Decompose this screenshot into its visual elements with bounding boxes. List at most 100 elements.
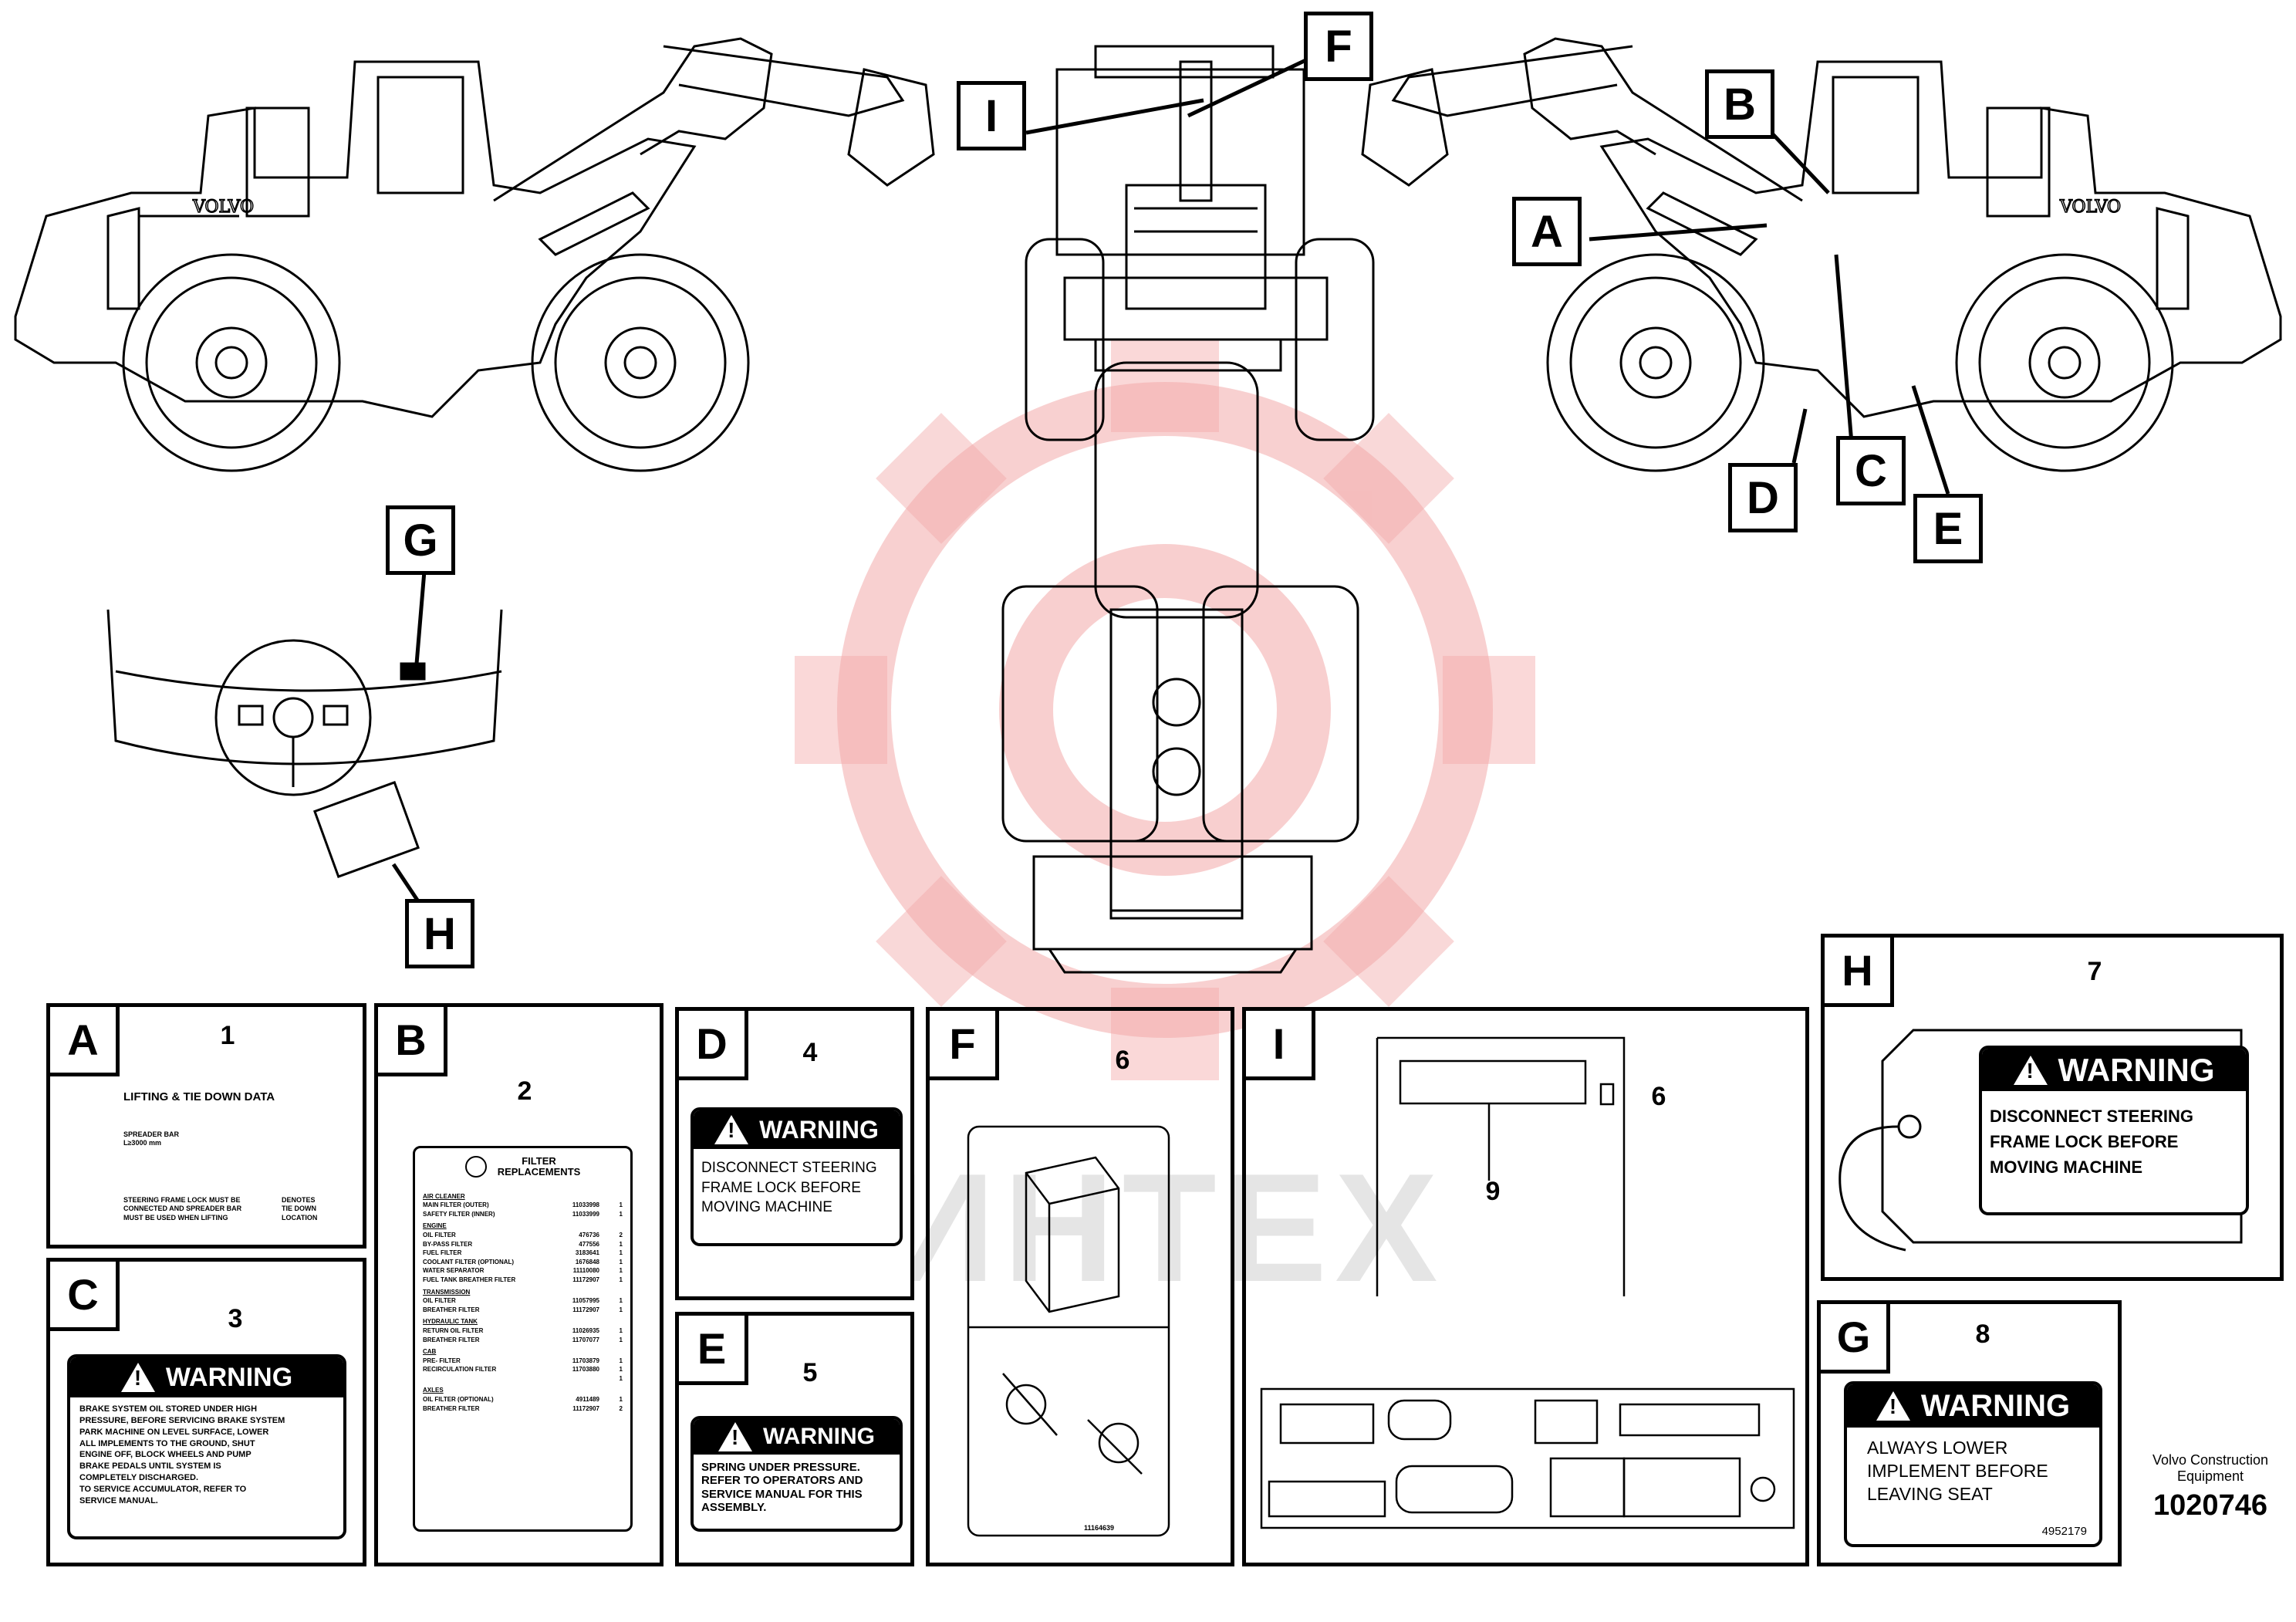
filter-part-number: 11172907: [572, 1276, 599, 1283]
panel-i-item-number-9: 9: [1485, 1177, 1501, 1206]
filter-name: TRANSMISSION: [423, 1288, 471, 1296]
filter-quantity: 1: [619, 1366, 623, 1374]
leader-lines: [391, 48, 1950, 935]
callout-d: D: [1728, 463, 1798, 532]
panel-h-warning-text: DISCONNECT STEERING FRAME LOCK BEFORE MO…: [1990, 1107, 2194, 1177]
filter-row: FUEL TANK BREATHER FILTER 11172907 1: [423, 1276, 623, 1285]
panel-c-item-number: 3: [228, 1304, 243, 1333]
panel-e-warning-heading: WARNING: [763, 1424, 875, 1449]
filter-part-number: 11057995: [572, 1297, 599, 1305]
filter-row: HYDRAULIC TANK: [423, 1314, 623, 1326]
filter-part-number: [552, 1374, 599, 1384]
brand-logo-left: VOLVO: [192, 198, 254, 217]
diagram-number: 1020746: [2153, 1489, 2267, 1522]
panel-i-drawing: [1260, 1036, 1795, 1529]
filter-name: BY-PASS FILTER: [423, 1240, 473, 1248]
filter-name: MAIN FILTER (OUTER): [423, 1201, 489, 1209]
panel-e-warning-text: SPRING UNDER PRESSURE. REFER TO OPERATOR…: [701, 1461, 863, 1514]
filter-part-number: 11033998: [572, 1201, 599, 1209]
filter-name: RECIRCULATION FILTER: [423, 1366, 497, 1374]
steering-area-view: [106, 609, 503, 879]
panel-d-item-number: 4: [802, 1038, 818, 1067]
panel-c: C 3 WARNING BRAKE SYSTEM OIL STORED UNDE…: [46, 1258, 366, 1566]
watermark-gear: [837, 382, 1493, 1038]
credit-line-2: Equipment: [2176, 1468, 2244, 1484]
filter-name: FUEL TANK BREATHER FILTER: [423, 1276, 516, 1283]
filter-quantity: [599, 1189, 623, 1201]
callout-a: A: [1512, 197, 1582, 266]
brand-logo-right: VOLVO: [2059, 198, 2121, 217]
filter-row: OIL FILTER 11057995 1: [423, 1296, 623, 1306]
filter-quantity: 1: [619, 1297, 623, 1305]
warning-triangle-icon: [718, 1422, 752, 1451]
callout-h: H: [405, 899, 474, 968]
panel-a-letter: A: [50, 1007, 120, 1076]
panel-a-label-bottom-text: STEERING FRAME LOCK MUST BE CONNECTED AN…: [123, 1196, 242, 1222]
panel-i: I 6 9: [1242, 1007, 1809, 1566]
panel-a-label-left-text: SPREADER BAR L≥3000 mm: [123, 1130, 180, 1147]
filter-name: WATER SEPARATOR: [423, 1267, 485, 1275]
filter-quantity: 1: [619, 1249, 623, 1257]
filter-part-number: 4911489: [576, 1396, 599, 1404]
filter-part-number: 476736: [579, 1231, 599, 1238]
panel-b-label-title: FILTER REPLACEMENTS: [497, 1155, 581, 1178]
filter-part-number: 11026935: [572, 1326, 599, 1334]
panel-g-warning-text: ALWAYS LOWER IMPLEMENT BEFORE LEAVING SE…: [1867, 1438, 2048, 1504]
filter-quantity: 1: [619, 1396, 623, 1404]
panel-h-warning-label: WARNING DISCONNECT STEERING FRAME LOCK B…: [1979, 1046, 2249, 1215]
panel-e-letter: E: [679, 1316, 748, 1385]
panel-e-item-number: 5: [802, 1358, 818, 1387]
panel-f: F 6 11164639: [926, 1007, 1234, 1566]
filter-quantity: [599, 1285, 623, 1297]
panel-g-letter: G: [1821, 1304, 1890, 1374]
filter-part-number: 11110080: [572, 1267, 599, 1275]
callout-c: C: [1836, 436, 1906, 505]
filter-name: COOLANT FILTER (OPTIONAL): [423, 1258, 515, 1265]
panel-g: G 8 WARNING ALWAYS LOWER IMPLEMENT BEFOR…: [1817, 1300, 2122, 1566]
filter-part-number: 11172907: [572, 1306, 599, 1313]
filter-quantity: [599, 1218, 623, 1231]
panel-c-warning-label: WARNING BRAKE SYSTEM OIL STORED UNDER HI…: [67, 1354, 346, 1539]
filter-name: BREATHER FILTER: [423, 1336, 480, 1343]
panel-g-item-number: 8: [1975, 1320, 1990, 1349]
filter-quantity: [599, 1344, 623, 1357]
filter-row: ENGINE: [423, 1218, 623, 1231]
loader-top-view: [1001, 361, 1359, 974]
filter-quantity: 1: [619, 1258, 623, 1265]
filter-quantity: 1: [619, 1374, 623, 1382]
panel-e: E 5 WARNING SPRING UNDER PRESSURE. REFER…: [675, 1312, 914, 1566]
warning-triangle-icon: [120, 1363, 155, 1392]
filter-name: FUEL FILTER: [423, 1249, 462, 1257]
panel-h-tag-outline: [1838, 1029, 2243, 1252]
panel-c-letter: C: [50, 1262, 120, 1331]
filter-row: 1: [423, 1374, 623, 1384]
panel-d-warning-heading: WARNING: [759, 1115, 879, 1144]
filter-quantity: 1: [619, 1210, 623, 1218]
panel-h-warning-heading: WARNING: [2058, 1051, 2215, 1088]
filter-name: OIL FILTER: [423, 1297, 456, 1305]
panel-d-letter: D: [679, 1011, 748, 1080]
filter-part-number: 477556: [579, 1240, 599, 1248]
filter-name: [423, 1374, 552, 1384]
panel-a-item-number: 1: [220, 1021, 235, 1050]
panel-f-label-code: 11164639: [1084, 1524, 1115, 1532]
warning-triangle-icon: [2013, 1055, 2048, 1085]
filter-quantity: 1: [619, 1276, 623, 1283]
panel-c-warning-heading: WARNING: [165, 1362, 293, 1392]
filter-name: BREATHER FILTER: [423, 1404, 480, 1412]
filter-part-number: [552, 1344, 599, 1357]
publisher-credit: Volvo Construction Equipment 1020746: [2129, 1452, 2291, 1522]
filter-name: BREATHER FILTER: [423, 1306, 480, 1313]
callout-i: I: [957, 81, 1026, 150]
filter-icon: [464, 1156, 487, 1178]
panel-d-warning-label: WARNING DISCONNECT STEERING FRAME LOCK B…: [690, 1107, 903, 1246]
filter-row: TRANSMISSION: [423, 1285, 623, 1297]
panel-i-letter: I: [1246, 1011, 1315, 1080]
